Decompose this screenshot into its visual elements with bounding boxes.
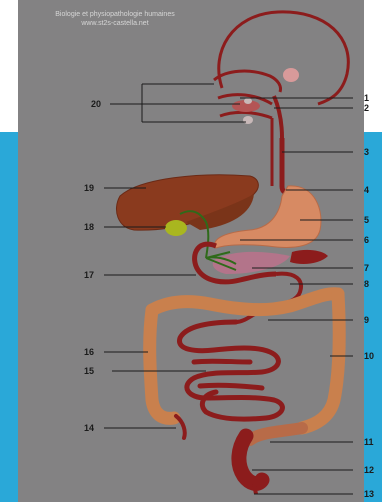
pharynx	[274, 96, 282, 138]
label-11: 11	[364, 437, 374, 447]
salivary-gland-parotid	[283, 68, 299, 82]
label-18: 18	[84, 222, 94, 232]
appendix	[176, 416, 185, 438]
leader-20	[110, 84, 246, 122]
descending-colon	[302, 294, 339, 428]
label-1: 1	[364, 93, 369, 103]
label-15: 15	[84, 366, 94, 376]
label-20: 20	[91, 99, 101, 109]
label-14: 14	[84, 423, 94, 433]
salivary-gland-submandibular	[243, 116, 253, 124]
label-16: 16	[84, 347, 94, 357]
head-outline	[219, 12, 349, 104]
label-8: 8	[364, 279, 369, 289]
label-12: 12	[364, 465, 374, 475]
label-10: 10	[364, 351, 374, 361]
label-3: 3	[364, 147, 369, 157]
pancreas	[213, 252, 290, 274]
label-5: 5	[364, 215, 369, 225]
salivary-gland-sublingual	[244, 98, 252, 104]
anal-canal	[254, 484, 256, 494]
sigmoid-colon	[250, 428, 302, 440]
label-9: 9	[364, 315, 369, 325]
label-13: 13	[364, 489, 374, 499]
label-17: 17	[84, 270, 94, 280]
gallbladder	[165, 220, 187, 236]
esophagus	[282, 138, 288, 192]
label-7: 7	[364, 263, 369, 273]
spleen	[290, 250, 328, 264]
label-19: 19	[84, 183, 94, 193]
label-2: 2	[364, 103, 369, 113]
transverse-colon	[152, 294, 338, 310]
label-6: 6	[364, 235, 369, 245]
leader-lines	[104, 84, 353, 494]
nasal-cavity	[214, 71, 281, 92]
label-4: 4	[364, 185, 369, 195]
ascending-colon	[150, 310, 174, 418]
